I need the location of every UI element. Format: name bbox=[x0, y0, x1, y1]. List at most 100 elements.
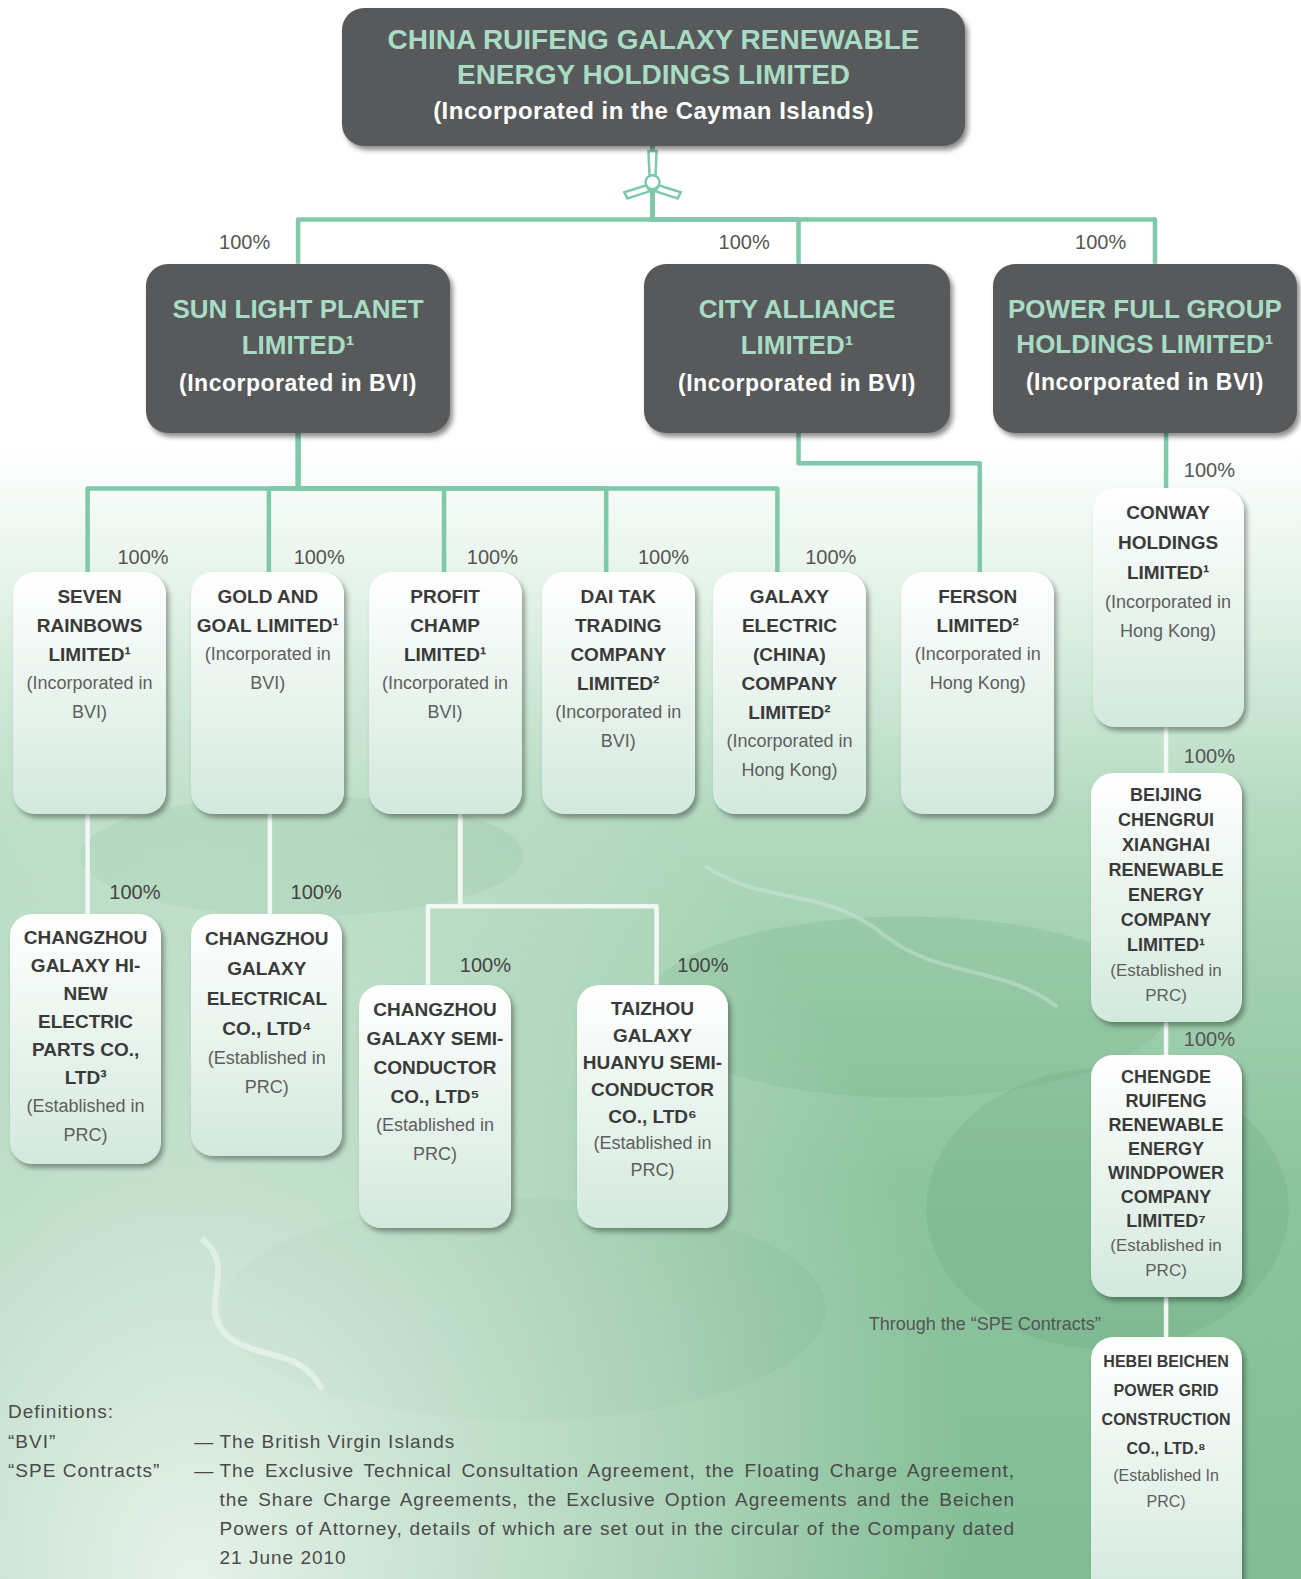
box-content: SUN LIGHT PLANET LIMITED¹(Incorporated i… bbox=[146, 285, 450, 411]
incorporation-note: (Established in PRC) bbox=[1096, 1233, 1237, 1283]
definition-text: The British Virgin Islands bbox=[220, 1427, 456, 1456]
incorporation-note: (Incorporated in Hong Kong) bbox=[906, 640, 1049, 698]
incorporation-note: (Established in PRC) bbox=[582, 1130, 723, 1184]
company-name: CONWAY HOLDINGS LIMITED¹ bbox=[1098, 498, 1239, 588]
ownership-percentage: 100% bbox=[719, 230, 770, 253]
ownership-line bbox=[298, 146, 652, 264]
incorporation-note: (Established in PRC) bbox=[15, 1092, 156, 1150]
ownership-line bbox=[653, 146, 799, 264]
incorporation-note: (Incorporated in the Cayman Islands) bbox=[347, 92, 959, 130]
incorporation-note: (Established in PRC) bbox=[196, 1044, 337, 1102]
company-box: GALAXY ELECTRIC (CHINA) COMPANY LIMITED²… bbox=[713, 572, 866, 814]
company-name: CHANGZHOU GALAXY ELECTRICAL CO., LTD⁴ bbox=[196, 924, 337, 1044]
ownership-percentage: 100% bbox=[109, 881, 160, 904]
company-box: CONWAY HOLDINGS LIMITED¹(Incorporated in… bbox=[1093, 488, 1244, 727]
company-box: CHENGDE RUIFENG RENEWABLE ENERGY WINDPOW… bbox=[1091, 1055, 1242, 1297]
incorporation-note: (Established in PRC) bbox=[364, 1111, 505, 1169]
company-name: PROFIT CHAMP LIMITED¹ bbox=[374, 582, 517, 669]
incorporation-note: (Incorporated in BVI) bbox=[649, 363, 944, 403]
box-content: CONWAY HOLDINGS LIMITED¹(Incorporated in… bbox=[1093, 488, 1244, 654]
ownership-percentage: 100% bbox=[1184, 459, 1235, 482]
box-content: CHENGDE RUIFENG RENEWABLE ENERGY WINDPOW… bbox=[1091, 1055, 1242, 1291]
company-box: HEBEI BEICHEN POWER GRID CONSTRUCTION CO… bbox=[1091, 1337, 1242, 1579]
definition-text: The Exclusive Technical Consultation Agr… bbox=[220, 1456, 1016, 1572]
company-name: SUN LIGHT PLANET LIMITED¹ bbox=[151, 291, 445, 363]
company-box: DAI TAK TRADING COMPANY LIMITED²(Incorpo… bbox=[542, 572, 695, 814]
box-content: DAI TAK TRADING COMPANY LIMITED²(Incorpo… bbox=[542, 572, 695, 764]
box-content: CHANGZHOU GALAXY ELECTRICAL CO., LTD⁴(Es… bbox=[191, 914, 342, 1110]
company-name: DAI TAK TRADING COMPANY LIMITED² bbox=[547, 582, 690, 698]
incorporation-note: (Established In PRC) bbox=[1096, 1463, 1237, 1515]
definition-text: “BVI” bbox=[8, 1427, 56, 1456]
windmill-blade bbox=[624, 185, 649, 198]
ownership-line bbox=[298, 433, 777, 572]
windmill-hub bbox=[645, 175, 659, 189]
company-box: SUN LIGHT PLANET LIMITED¹(Incorporated i… bbox=[146, 264, 450, 433]
box-content: GALAXY ELECTRIC (CHINA) COMPANY LIMITED²… bbox=[713, 572, 866, 793]
windmill-blade bbox=[648, 151, 656, 175]
ownership-line bbox=[1164, 433, 1169, 488]
definition-text: — bbox=[194, 1427, 214, 1456]
ownership-line bbox=[428, 814, 460, 985]
company-name: BEIJING CHENGRUI XIANGHAI RENEWABLE ENER… bbox=[1096, 783, 1237, 958]
incorporation-note: (Established in PRC) bbox=[1096, 958, 1237, 1008]
ownership-percentage: 100% bbox=[1184, 745, 1235, 768]
box-content: SEVEN RAINBOWS LIMITED¹(Incorporated in … bbox=[13, 572, 166, 735]
definition-text: — bbox=[194, 1456, 214, 1485]
company-box: SEVEN RAINBOWS LIMITED¹(Incorporated in … bbox=[13, 572, 166, 814]
ownership-line bbox=[85, 814, 90, 915]
company-box: BEIJING CHENGRUI XIANGHAI RENEWABLE ENER… bbox=[1091, 773, 1242, 1022]
company-name: TAIZHOU GALAXY HUANYU SEMI-CONDUCTOR CO.… bbox=[582, 995, 723, 1130]
incorporation-note: (Incorporated in Hong Kong) bbox=[1098, 588, 1239, 646]
company-box: TAIZHOU GALAXY HUANYU SEMI-CONDUCTOR CO.… bbox=[577, 985, 728, 1229]
ownership-percentage: 100% bbox=[805, 545, 856, 568]
company-box: CHANGZHOU GALAXY HI-NEW ELECTRIC PARTS C… bbox=[10, 914, 161, 1164]
company-box: FERSON LIMITED²(Incorporated in Hong Kon… bbox=[901, 572, 1054, 814]
box-content: TAIZHOU GALAXY HUANYU SEMI-CONDUCTOR CO.… bbox=[577, 985, 728, 1192]
company-name: FERSON LIMITED² bbox=[906, 582, 1049, 640]
ownership-line bbox=[1164, 727, 1169, 773]
box-content: FERSON LIMITED²(Incorporated in Hong Kon… bbox=[901, 572, 1054, 706]
definition-text: “SPE Contracts” bbox=[8, 1456, 160, 1485]
incorporation-note: (Incorporated in BVI) bbox=[998, 362, 1292, 402]
windmill-blade bbox=[656, 185, 681, 198]
company-name: POWER FULL GROUP HOLDINGS LIMITED¹ bbox=[998, 292, 1292, 362]
ownership-percentage: 100% bbox=[291, 881, 342, 904]
box-content: HEBEI BEICHEN POWER GRID CONSTRUCTION CO… bbox=[1091, 1337, 1242, 1523]
ownership-percentage: 100% bbox=[219, 230, 270, 253]
ownership-percentage: 100% bbox=[1184, 1028, 1235, 1051]
company-name: CITY ALLIANCE LIMITED¹ bbox=[649, 291, 944, 363]
incorporation-note: (Incorporated in BVI) bbox=[547, 698, 690, 756]
company-box: POWER FULL GROUP HOLDINGS LIMITED¹(Incor… bbox=[993, 264, 1297, 433]
box-content: PROFIT CHAMP LIMITED¹(Incorporated in BV… bbox=[369, 572, 522, 735]
incorporation-note: (Incorporated in BVI) bbox=[18, 669, 161, 727]
incorporation-note: (Incorporated in BVI) bbox=[374, 669, 517, 727]
company-name: CHENGDE RUIFENG RENEWABLE ENERGY WINDPOW… bbox=[1096, 1065, 1237, 1233]
company-name: GOLD AND GOAL LIMITED¹ bbox=[196, 582, 339, 640]
ownership-line bbox=[460, 814, 656, 985]
incorporation-note: (Incorporated in BVI) bbox=[151, 363, 445, 403]
company-box: CITY ALLIANCE LIMITED¹(Incorporated in B… bbox=[644, 264, 949, 433]
definition-text: Definitions: bbox=[8, 1397, 114, 1426]
company-box: PROFIT CHAMP LIMITED¹(Incorporated in BV… bbox=[369, 572, 522, 814]
company-name: SEVEN RAINBOWS LIMITED¹ bbox=[18, 582, 161, 669]
ownership-line bbox=[799, 433, 980, 572]
ownership-line bbox=[1164, 1022, 1169, 1055]
ownership-line bbox=[1164, 1297, 1169, 1337]
company-box: CHINA RUIFENG GALAXY RENEWABLE ENERGY HO… bbox=[342, 8, 964, 146]
company-name: GALAXY ELECTRIC (CHINA) COMPANY LIMITED² bbox=[718, 582, 861, 727]
company-name: HEBEI BEICHEN POWER GRID CONSTRUCTION CO… bbox=[1096, 1347, 1237, 1463]
company-name: CHANGZHOU GALAXY HI-NEW ELECTRIC PARTS C… bbox=[15, 924, 156, 1092]
company-box: CHANGZHOU GALAXY ELECTRICAL CO., LTD⁴(Es… bbox=[191, 914, 342, 1156]
company-box: GOLD AND GOAL LIMITED¹(Incorporated in B… bbox=[191, 572, 344, 814]
company-box: CHANGZHOU GALAXY SEMI-CONDUCTOR CO., LTD… bbox=[359, 985, 510, 1229]
incorporation-note: (Incorporated in Hong Kong) bbox=[718, 727, 861, 785]
box-content: CHINA RUIFENG GALAXY RENEWABLE ENERGY HO… bbox=[342, 16, 964, 138]
ownership-percentage: 100% bbox=[638, 545, 689, 568]
ownership-percentage: 100% bbox=[467, 545, 518, 568]
box-content: POWER FULL GROUP HOLDINGS LIMITED¹(Incor… bbox=[993, 286, 1297, 410]
box-content: CITY ALLIANCE LIMITED¹(Incorporated in B… bbox=[644, 285, 949, 411]
ownership-line bbox=[88, 433, 298, 572]
ownership-percentage: 100% bbox=[117, 545, 168, 568]
